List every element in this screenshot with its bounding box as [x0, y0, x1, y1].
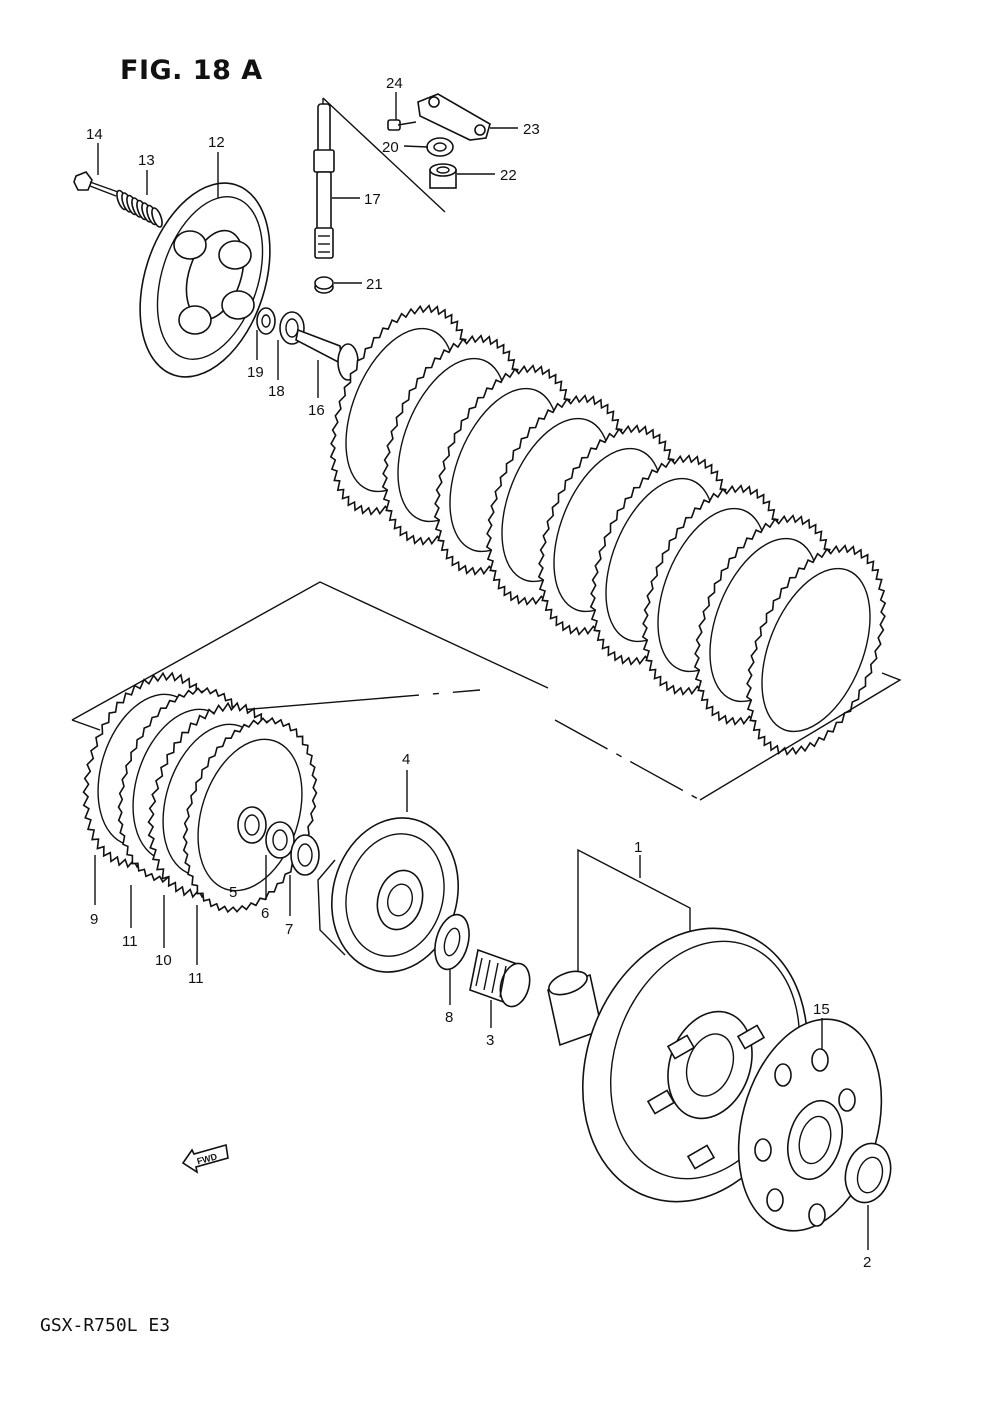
callout-23: 23: [523, 121, 540, 138]
bearing-icon: [429, 163, 457, 189]
clutch-spring-icon: [116, 189, 163, 228]
release-shaft-icon: [313, 103, 335, 259]
callout-13: 13: [138, 152, 155, 169]
callout-3: 3: [486, 1032, 494, 1049]
callout-11b: 11: [188, 970, 204, 987]
clutch-sleeve-hub-icon: [317, 817, 459, 973]
leader-lines: [94, 92, 869, 1250]
callout-24: 24: [386, 75, 403, 92]
callout-6: 6: [261, 905, 269, 922]
washer-icon: [256, 307, 276, 335]
callout-15: 15: [813, 1001, 830, 1018]
callout-2: 2: [863, 1254, 871, 1271]
lock-washer-icon: [265, 821, 295, 859]
callout-9: 9: [90, 911, 98, 928]
callout-5: 5: [229, 884, 237, 901]
model-code: GSX-R750L E3: [40, 1315, 171, 1336]
thrust-washer-icon: [844, 1142, 892, 1204]
callout-18: 18: [268, 383, 285, 400]
callout-21: 21: [366, 276, 383, 293]
bearing-icon: [314, 276, 334, 294]
callout-10: 10: [155, 952, 172, 969]
callout-7: 7: [285, 921, 293, 938]
washer-icon: [290, 834, 320, 876]
callout-11a: 11: [122, 933, 138, 950]
figure-title: FIG. 18 A: [120, 55, 263, 86]
callout-17: 17: [364, 191, 381, 208]
nut-icon: [237, 806, 267, 844]
lower-plate-stack: [82, 671, 318, 914]
callout-12: 12: [208, 134, 225, 151]
callout-4: 4: [402, 751, 410, 768]
bolt-icon: [387, 119, 417, 131]
callout-20: 20: [382, 139, 399, 156]
callout-8: 8: [445, 1009, 453, 1026]
bolt-icon: [73, 171, 119, 197]
callout-labels: 14 13 12 24 20 23 22 17 21 19 18 16 9 11…: [86, 75, 871, 1271]
driven-plate-icon: [745, 544, 887, 756]
callout-1: 1: [634, 839, 642, 856]
pressure-plate-icon: [139, 182, 271, 378]
oil-seal-icon: [426, 137, 454, 157]
callout-22: 22: [500, 167, 517, 184]
fwd-arrow-icon: FWD: [181, 1143, 229, 1174]
callout-14: 14: [86, 126, 103, 143]
release-arm-icon: [417, 93, 491, 141]
needle-bearing-icon: [469, 948, 531, 1008]
callout-16: 16: [308, 402, 325, 419]
clutch-plate-stack: [329, 304, 887, 756]
washer-icon: [434, 913, 470, 971]
push-piece-icon: [295, 328, 359, 381]
callout-19: 19: [247, 364, 264, 381]
